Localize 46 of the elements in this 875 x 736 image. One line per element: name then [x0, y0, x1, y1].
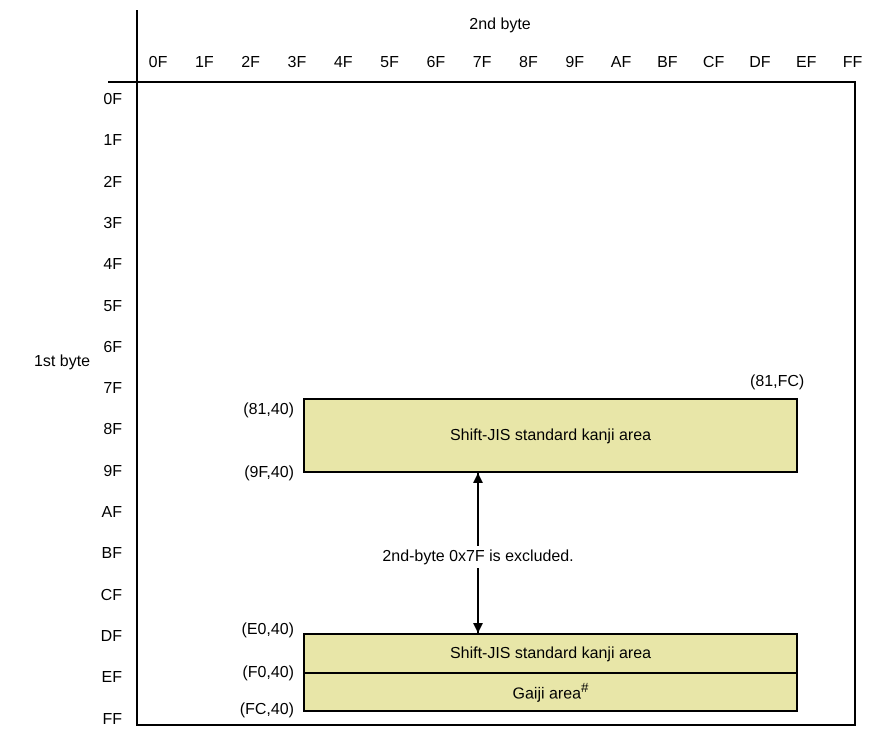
axis-tick-label: DF — [749, 54, 771, 72]
axis-tick-label: 3F — [288, 54, 306, 72]
axis-tick-label: DF — [100, 628, 122, 646]
axis-tick-label: EF — [796, 54, 816, 72]
axis-tick-label: FF — [102, 710, 122, 728]
axis-tick-label: EF — [102, 669, 122, 688]
area-label: Shift-JIS standard kanji area — [450, 426, 651, 444]
axis-tick-label: 8F — [519, 54, 538, 72]
axis-tick-label: 9F — [565, 54, 584, 72]
axis-tick-label: CF — [702, 54, 724, 72]
area-box — [303, 633, 798, 674]
axis-tick-label: 1F — [194, 54, 214, 72]
coordinate-label: (E0,40) — [242, 621, 294, 639]
axis-tick-label: CF — [100, 586, 122, 605]
axis-tick-label: 9F — [103, 462, 122, 481]
axis-tick-label: 2F — [103, 174, 122, 192]
axis-title: 2nd byte — [469, 16, 531, 34]
axis-tick-label: 4F — [103, 256, 122, 274]
axis-tick-label: 2F — [241, 54, 260, 72]
axis-tick-label: 3F — [103, 214, 122, 233]
axis-tick-label: 0F — [148, 54, 168, 72]
axis-tick-label: 6F — [426, 54, 446, 72]
axis-title: 1st byte — [34, 353, 90, 371]
axis-tick-label: AF — [102, 504, 122, 522]
area-label: Gaiji area$^{#}$ — [512, 680, 588, 704]
axis-tick-label: BF — [657, 54, 678, 72]
coordinate-label: (F0,40) — [242, 664, 294, 682]
axis-tick-label: 6F — [103, 338, 122, 357]
axis-tick-label: 7F — [472, 54, 492, 72]
coordinate-label: (9F,40) — [244, 464, 294, 482]
axis-tick-label: AF — [610, 54, 632, 72]
axis-tick-label: 7F — [103, 380, 122, 398]
axis-tick-label: 5F — [103, 298, 122, 316]
coordinate-label: (81,40) — [243, 401, 294, 419]
area-box — [303, 672, 798, 712]
axis-tick-label: 5F — [380, 54, 399, 72]
axis-tick-label: FF — [842, 54, 862, 72]
axis-tick-label: 8F — [103, 421, 122, 440]
area-box — [303, 398, 798, 473]
axis-tick-label: 0F — [103, 91, 122, 109]
area-label: Shift-JIS standard kanji area — [450, 644, 651, 662]
coordinate-label: (FC,40) — [240, 701, 294, 719]
axis-tick-label: 1F — [103, 132, 122, 150]
axis-tick-label: 4F — [334, 54, 353, 72]
coordinate-label: (81,FC) — [750, 373, 804, 391]
axis-tick-label: BF — [102, 545, 122, 564]
